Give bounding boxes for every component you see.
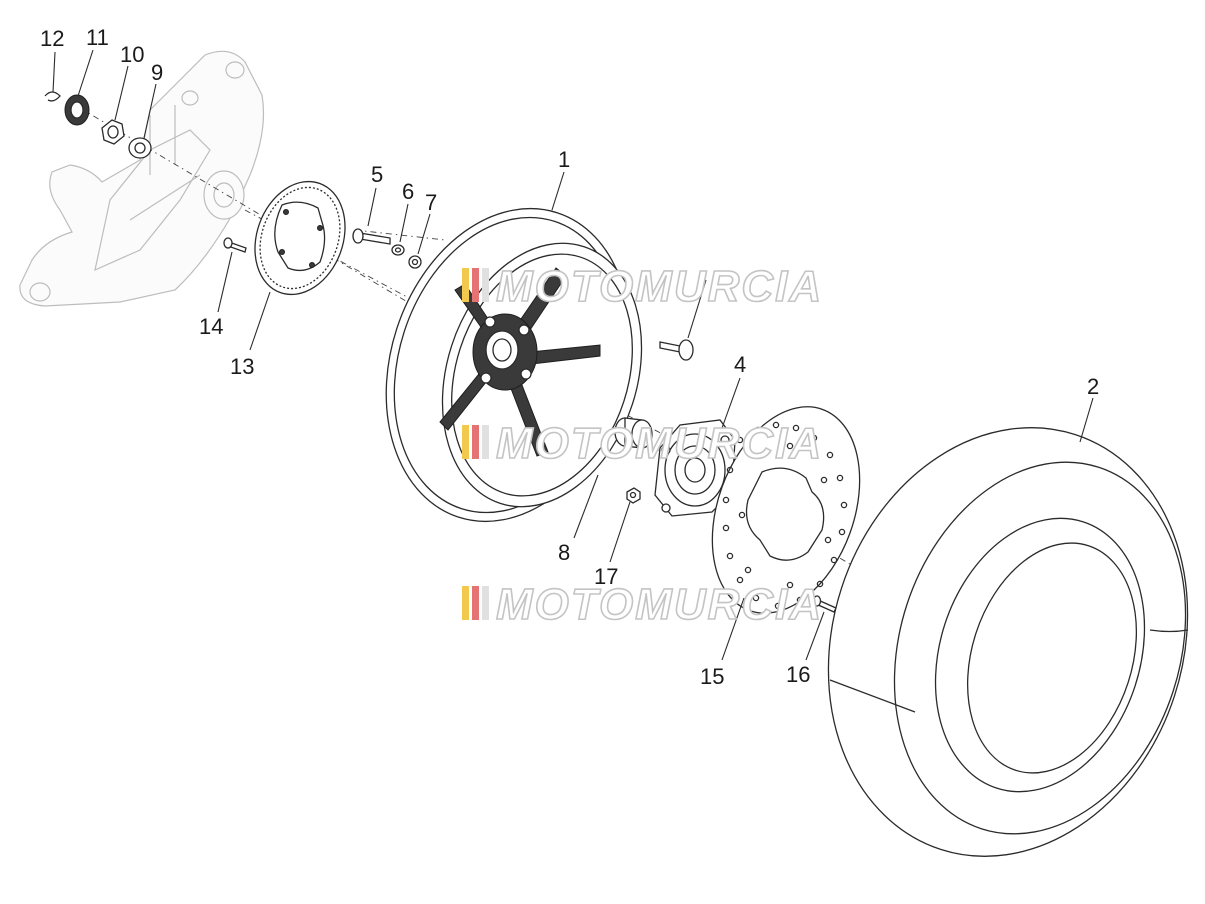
watermark-text: MOTOMURCIA — [496, 262, 823, 311]
watermark-top: MOTOMURCIA — [462, 261, 823, 312]
bearing-11 — [64, 94, 90, 126]
callout-14: 14 — [199, 314, 223, 339]
spacer-8 — [614, 417, 653, 449]
washer-7 — [408, 255, 422, 269]
bush-9 — [128, 137, 152, 159]
callout-9: 9 — [151, 60, 163, 85]
screw-14 — [223, 237, 247, 253]
callout-2: 2 — [1087, 374, 1099, 399]
screw-16 — [812, 595, 837, 613]
rim-1 — [385, 207, 643, 523]
callout-13: 13 — [230, 354, 254, 379]
spacer-10 — [101, 119, 125, 145]
washer-6 — [391, 244, 405, 256]
nut-17 — [626, 487, 641, 504]
callout-labels: 12 11 10 9 5 6 7 1 14 13 4 2 8 17 15 16 — [40, 25, 1099, 689]
watermark-bottom: MOTOMURCIA — [462, 579, 823, 630]
callout-10: 10 — [120, 42, 144, 67]
watermark-middle: MOTOMURCIA — [462, 418, 823, 469]
callout-12: 12 — [40, 26, 64, 51]
brake-disc-15 — [711, 406, 861, 614]
tone-ring-13 — [254, 180, 346, 296]
callout-15: 15 — [700, 664, 724, 689]
watermark-text: MOTOMURCIA — [496, 580, 823, 629]
swingarm-ghost — [19, 50, 265, 307]
valve-stem — [659, 339, 694, 361]
clip-12 — [44, 91, 61, 102]
watermark-text: MOTOMURCIA — [496, 419, 823, 468]
bolt-5 — [352, 228, 391, 245]
callout-8: 8 — [558, 540, 570, 565]
callout-5: 5 — [371, 162, 383, 187]
disc-vent-holes — [722, 421, 848, 610]
callout-6: 6 — [402, 179, 414, 204]
hub-flange-4 — [654, 419, 736, 517]
callout-7: 7 — [425, 190, 437, 215]
callout-4: 4 — [734, 352, 746, 377]
callout-17: 17 — [594, 564, 618, 589]
callout-16: 16 — [786, 662, 810, 687]
callout-11: 11 — [86, 25, 109, 50]
tyre-2 — [827, 427, 1189, 857]
leader-lines — [52, 49, 1094, 661]
callout-1: 1 — [558, 147, 570, 172]
